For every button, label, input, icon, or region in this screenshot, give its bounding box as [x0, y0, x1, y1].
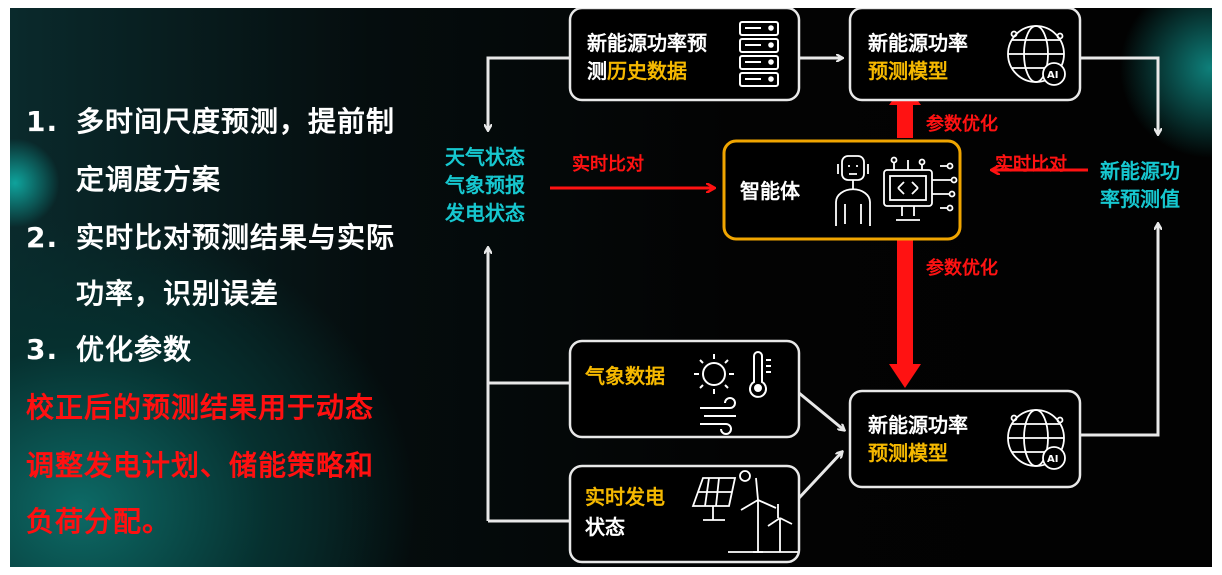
wind-turbine-icon [728, 477, 798, 553]
optimize-shaft-top [897, 102, 913, 138]
list-number-1: 1. [26, 105, 59, 138]
arrow-realtime-to-model [797, 452, 842, 500]
weather-state-line-1: 天气状态 [445, 145, 525, 169]
flow-diagram: 新能源功率预 测历史数据 新能源功率 预测模型 AI 气象数据 [444, 8, 1180, 564]
svg-text:AI: AI [1047, 454, 1058, 465]
realtime-box [568, 464, 801, 564]
agent-box [722, 139, 962, 241]
boxes [568, 8, 1082, 564]
wind-icon [700, 397, 736, 435]
model-top-line-1: 新能源功率 [868, 31, 968, 55]
conclusion-line-2: 调整发电计划、储能策略和 [26, 449, 375, 482]
model-box-bottom [848, 389, 1082, 489]
history-box-line-1: 新能源功率预 [587, 31, 707, 55]
label-optimize-bottom: 参数优化 [926, 257, 998, 279]
slide: 1. 多时间尺度预测，提前制 定调度方案 2. 实时比对预测结果与实际 功率，识别误… [10, 8, 1212, 567]
model-box-top [848, 8, 1082, 102]
conclusion-line-3: 负荷分配。 [26, 505, 172, 538]
meteo-data-box [568, 339, 801, 439]
list-item-2-line-2: 功率，识别误差 [76, 277, 280, 310]
list-item-2: 2. 实时比对预测结果与实际 [26, 216, 395, 256]
robot-icon [835, 155, 871, 226]
arrow-meteo-to-model [798, 391, 844, 430]
label-compare-left: 实时比对 [572, 153, 644, 175]
predicted-value-line-2: 率预测值 [1100, 187, 1180, 211]
list-item-1-line-1: 多时间尺度预测，提前制 [76, 105, 396, 138]
connector-lines [488, 56, 1158, 523]
history-box-line-2-prefix: 测 [587, 59, 607, 83]
list-number-2: 2. [26, 221, 59, 254]
arrow-model-to-predicted [1080, 56, 1158, 134]
ai-globe-icon: AI [1007, 409, 1066, 470]
left-text-panel: 1. 多时间尺度预测，提前制 定调度方案 2. 实时比对预测结果与实际 功率，识别误… [10, 8, 450, 567]
realtime-box-line-2: 状态 [585, 515, 625, 539]
model-bottom-line-1: 新能源功率 [868, 413, 968, 437]
thermometer-icon [749, 351, 771, 398]
svg-text:AI: AI [1047, 70, 1058, 81]
label-compare-right: 实时比对 [995, 153, 1067, 175]
list-item-1: 1. 多时间尺度预测，提前制 [26, 100, 395, 140]
model-top-line-2: 预测模型 [868, 59, 948, 83]
meteo-box-label: 气象数据 [584, 364, 665, 388]
list-item-3-line-1: 优化参数 [76, 333, 193, 366]
model-bottom-line-2: 预测模型 [868, 441, 948, 465]
sun-icon [694, 354, 734, 394]
compare-arrows [550, 170, 1088, 188]
ai-globe-icon: AI [1007, 25, 1066, 86]
server-icon [739, 21, 779, 87]
list-item-3: 3. 优化参数 [26, 328, 192, 368]
history-box-line-2: 测历史数据 [587, 59, 687, 83]
weather-state-line-3: 发电状态 [444, 201, 525, 225]
agent-label: 智能体 [740, 179, 801, 203]
history-box-line-2-highlight: 历史数据 [607, 59, 687, 83]
list-item-1-line-2: 定调度方案 [76, 163, 222, 196]
conclusion-line-1: 校正后的预测结果用于动态 [26, 391, 375, 424]
arrow-model-bottom-to-predicted [1080, 224, 1158, 437]
label-optimize-top: 参数优化 [926, 113, 998, 135]
list-number-3: 3. [26, 333, 59, 366]
list-item-2-line-1: 实时比对预测结果与实际 [76, 221, 396, 254]
predicted-value-line-1: 新能源功 [1100, 159, 1180, 183]
optimize-arrowhead-down [889, 364, 921, 388]
optimize-shaft-bottom [897, 240, 913, 368]
history-data-box [568, 8, 801, 102]
weather-state-line-2: 气象预报 [444, 173, 525, 197]
arrow-history-to-weather [488, 56, 570, 130]
solar-panel-icon [691, 470, 751, 521]
circuit-computer-icon [883, 156, 958, 221]
realtime-box-line-1: 实时发电 [585, 485, 665, 509]
